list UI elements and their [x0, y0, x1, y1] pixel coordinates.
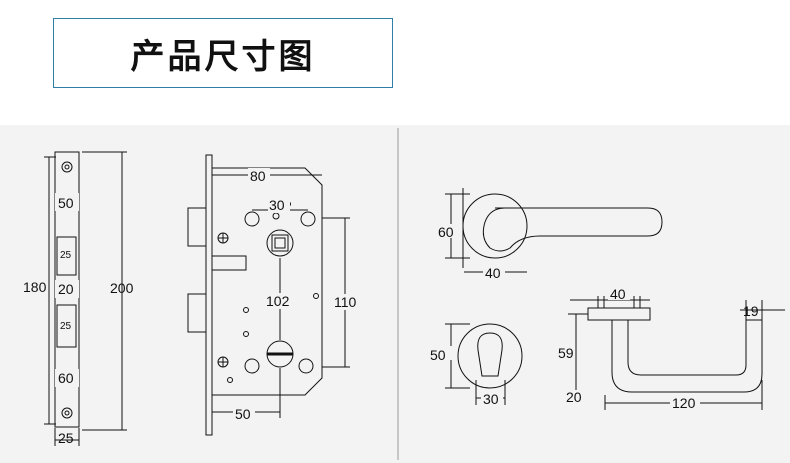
- lockbody-width: 80: [250, 168, 266, 184]
- rose-height: 60: [438, 224, 454, 240]
- faceplate-seg-top: 50: [58, 195, 74, 211]
- rose-handle-labels: 60 40: [438, 224, 505, 281]
- faceplate-width: 25: [58, 430, 74, 446]
- title-box: 产品尺寸图: [53, 18, 393, 88]
- faceplate-drawing: [44, 151, 127, 446]
- drawing-panel: [0, 125, 790, 463]
- lever-projection: 59: [558, 345, 574, 361]
- page-title: 产品尺寸图: [130, 36, 316, 77]
- faceplate-height-total: 200: [110, 280, 134, 296]
- lever-offset: 20: [566, 389, 582, 405]
- lockbody-body-height: 110: [334, 294, 357, 310]
- rose-width: 40: [485, 265, 501, 281]
- escutcheon-labels: 50 30: [430, 346, 503, 407]
- escutcheon-keyhole-width: 30: [483, 391, 499, 407]
- lever-length: 120: [672, 395, 696, 411]
- lever-grip-dia: 19: [743, 303, 759, 319]
- lockbody-center-distance: 102: [266, 293, 290, 309]
- escutcheon-drawing: [445, 323, 523, 405]
- faceplate-labels: 50 25 20 25 60 180 200 25: [23, 193, 134, 446]
- escutcheon-height: 50: [430, 347, 446, 363]
- lever-drawing: [568, 296, 785, 410]
- faceplate-seg-bottom: 60: [58, 370, 74, 386]
- lever-labels: 40 19 59 20 120: [558, 286, 759, 411]
- lockbody-spindle-spacing: 30: [269, 197, 285, 213]
- rose-handle-drawing: [445, 188, 663, 273]
- faceplate-slot-a: 25: [60, 250, 72, 261]
- header-area: 产品尺寸图: [0, 0, 790, 125]
- lockbody-labels: 80 30 102 110 50: [233, 168, 359, 422]
- faceplate-slot-b: 25: [60, 321, 72, 332]
- faceplate-seg-mid: 20: [58, 281, 74, 297]
- faceplate-height-inner: 180: [23, 279, 47, 295]
- lockbody-backset: 50: [235, 406, 251, 422]
- lever-base-width: 40: [610, 286, 626, 302]
